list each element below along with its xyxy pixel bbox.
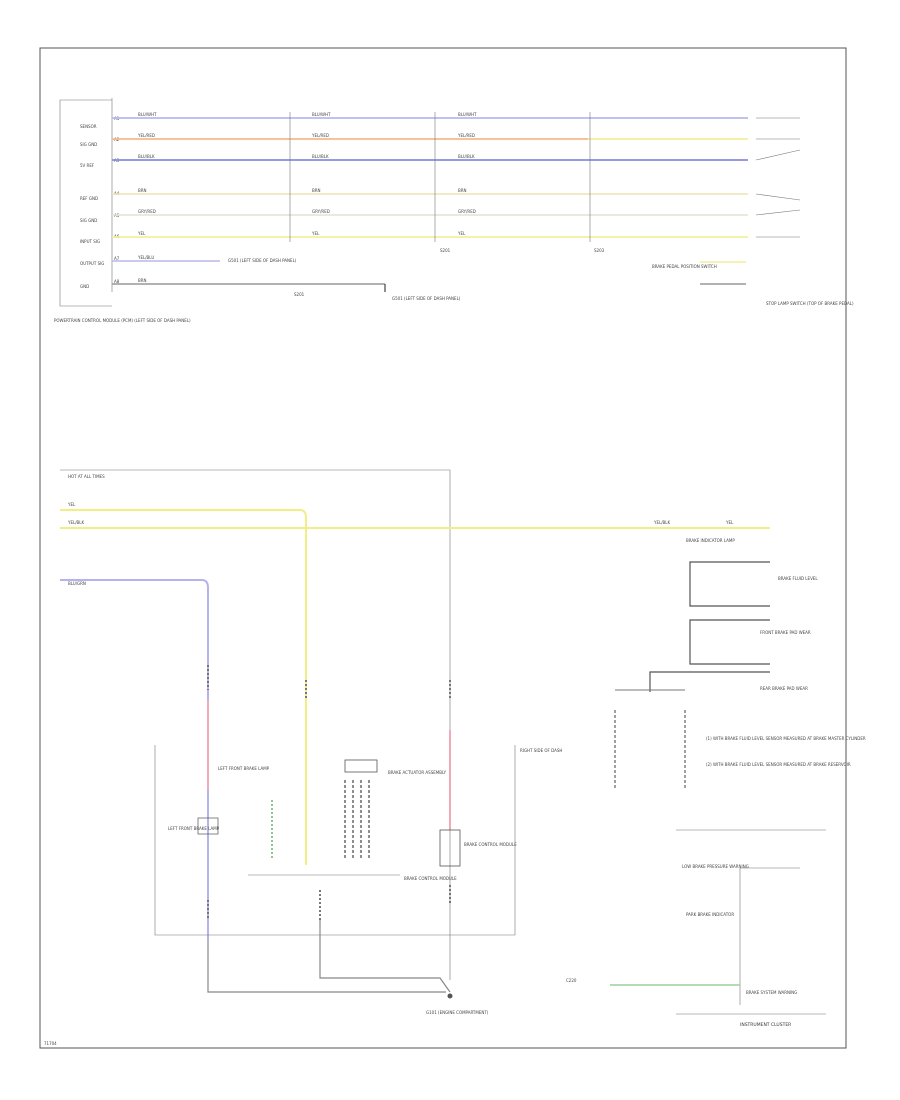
wire-label-mid-3: BLU/BLK bbox=[312, 154, 329, 159]
left-module-label-2: LEFT FRONT BRAKE LAMP bbox=[218, 766, 270, 771]
pin-num-7: A7 bbox=[114, 256, 120, 261]
wire-label-6: YEL bbox=[137, 231, 146, 236]
wire-yel-blk-label-right: YEL/BLK bbox=[653, 520, 671, 525]
pin-label-8: GND bbox=[80, 284, 89, 289]
switch-label-1: BRAKE FLUID LEVEL bbox=[778, 576, 818, 581]
left-module-label-1: RIGHT SIDE OF DASH bbox=[520, 748, 562, 753]
pcm-label: POWERTRAIN CONTROL MODULE (PCM) (LEFT SI… bbox=[54, 318, 191, 323]
pcm-outline bbox=[59, 99, 112, 307]
cluster-item-1: LOW BRAKE PRESSURE WARNING bbox=[682, 864, 749, 869]
pin-label-6: INPUT SIG bbox=[80, 239, 100, 244]
wire-label-mid-5: GRY/RED bbox=[312, 209, 330, 214]
wire-label-7: YEL/BLU bbox=[137, 255, 154, 260]
wire-label-mid-2: YEL/RED bbox=[311, 133, 329, 138]
module-bus-label: BRAKE CONTROL MODULE bbox=[404, 876, 457, 881]
footer-code: 71704 bbox=[44, 1041, 57, 1046]
wire-yel-label: YEL bbox=[67, 502, 76, 507]
note-2: (2) WITH BRAKE FLUID LEVEL SENSOR MEASUR… bbox=[706, 762, 851, 767]
pin-label-1: SENSOR bbox=[80, 124, 97, 129]
control-module-label: BRAKE CONTROL MODULE bbox=[464, 842, 517, 847]
wire-label-8: BRN bbox=[138, 278, 147, 283]
wire-label-mid-11: GRY/RED bbox=[458, 209, 476, 214]
bottom-section: HOT AT ALL TIMES YEL YEL/BLK YEL/BLK YEL… bbox=[60, 469, 866, 1028]
wire-blu-grn-label: BLU/GRN bbox=[68, 581, 86, 586]
switch-line-4 bbox=[755, 193, 801, 201]
right-switch-wire-1 bbox=[689, 561, 770, 607]
wire-label-4: BRN bbox=[138, 188, 147, 193]
pin-label-7: OUTPUT SIG bbox=[80, 261, 104, 266]
splice-left-label: S201 bbox=[440, 248, 451, 253]
wire-label-mid-8: YEL/RED bbox=[457, 133, 475, 138]
actuator-assembly: BRAKE ACTUATOR ASSEMBLY bbox=[344, 759, 447, 860]
wire-label-5: GRY/RED bbox=[138, 209, 156, 214]
actuator-label: BRAKE ACTUATOR ASSEMBLY bbox=[388, 770, 447, 775]
wire-label-1: BLU/WHT bbox=[138, 112, 157, 117]
ground-label: S201 bbox=[294, 292, 305, 297]
right-switch-wire-2 bbox=[689, 619, 770, 665]
wire-label-mid-6: YEL bbox=[311, 231, 320, 236]
connector-markers bbox=[207, 665, 451, 920]
wire-label-mid-7: BLU/WHT bbox=[458, 112, 477, 117]
left-module-outline bbox=[154, 745, 516, 936]
wire-label-3: BLU/BLK bbox=[138, 154, 155, 159]
pin-num-8: A8 bbox=[114, 279, 120, 284]
right-module-label: STOP LAMP SWITCH (TOP OF BRAKE PEDAL) bbox=[766, 301, 854, 306]
fuse-box-outline bbox=[60, 469, 451, 935]
ground-symbol bbox=[447, 993, 453, 999]
wire-yel-path bbox=[60, 509, 307, 865]
wire-label-mid-9: BLU/BLK bbox=[458, 154, 475, 159]
wire-label-mid-10: BRN bbox=[458, 188, 467, 193]
pin-label-4: REF GND bbox=[80, 196, 98, 201]
pin-label-5: SIG GND bbox=[80, 218, 97, 223]
wire-blu-grn-path bbox=[60, 579, 209, 940]
ground-path-2 bbox=[319, 920, 451, 993]
top-section: SENSOR SIG GND 5V REF REF GND SIG GND IN… bbox=[54, 98, 854, 323]
bulb-right-label: BRAKE INDICATOR LAMP bbox=[686, 538, 735, 543]
note-1: (1) WITH BRAKE FLUID LEVEL SENSOR MEASUR… bbox=[706, 736, 866, 741]
right-switch-wire-3 bbox=[649, 671, 770, 692]
wire-label-mid-1: BLU/WHT bbox=[312, 112, 331, 117]
cluster-item-3: BRAKE SYSTEM WARNING bbox=[746, 990, 797, 995]
switch-label-2: FRONT BRAKE PAD WEAR bbox=[760, 630, 811, 635]
switch-line-5 bbox=[755, 209, 801, 216]
ground-label-bottom: G101 (ENGINE COMPARTMENT) bbox=[426, 1010, 489, 1015]
wire-label-2: YEL/RED bbox=[137, 133, 155, 138]
diagram-frame bbox=[39, 47, 847, 1049]
cluster-item-2: PARK BRAKE INDICATOR bbox=[686, 912, 734, 917]
wire-yel-label-right: YEL bbox=[725, 520, 734, 525]
g501-label: G501 (LEFT SIDE OF DASH PANEL) bbox=[392, 296, 461, 301]
wire-label-mid-4: BRN bbox=[312, 188, 321, 193]
splice-mid-label: S203 bbox=[594, 248, 605, 253]
wire-label-mid-12: YEL bbox=[457, 231, 466, 236]
brake-lamp-left-label: LEFT FRONT BRAKE LAMP bbox=[168, 826, 220, 831]
junction-label: G501 (LEFT SIDE OF DASH PANEL) bbox=[228, 258, 297, 263]
switch-label-3: REAR BRAKE PAD WEAR bbox=[760, 686, 808, 691]
cluster-label: INSTRUMENT CLUSTER bbox=[740, 1022, 791, 1028]
cluster-connector-label: C220 bbox=[566, 978, 577, 983]
brake-lamp-left bbox=[197, 817, 219, 835]
pin-label-3: 5V REF bbox=[80, 163, 95, 168]
fuse-label: HOT AT ALL TIMES bbox=[68, 474, 105, 479]
ground-path bbox=[207, 940, 446, 993]
switch-line-3 bbox=[755, 149, 801, 161]
right-connector-label: BRAKE PEDAL POSITION SWITCH bbox=[652, 264, 717, 269]
pin-label-2: SIG GND bbox=[80, 142, 97, 147]
wire-yel-blk-label: YEL/BLK bbox=[67, 520, 85, 525]
control-module-box bbox=[439, 829, 461, 867]
